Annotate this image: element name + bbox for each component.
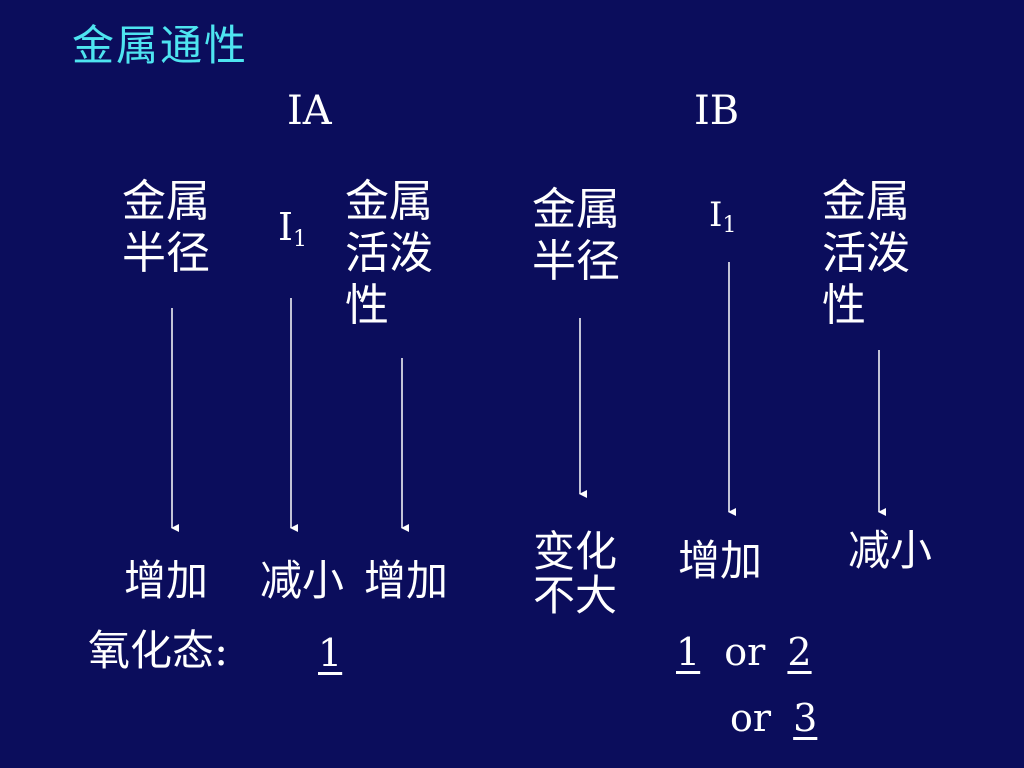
ia-activity-label: 金属 活泼 性 [345,176,433,331]
ib-activity-label: 金属 活泼 性 [822,176,910,331]
ib-oxidation-line1: 1 or 2 [676,628,812,676]
ib-radius-label: 金属 半径 [532,184,620,287]
ib-oxidation-value-2: 2 [787,630,812,674]
ia-ionization-label: I1 [278,205,308,252]
ia-oxidation-value: 1 [318,631,343,675]
ia-radius-trend: 增加 [124,556,209,605]
ia-radius-label: 金属 半径 [122,176,210,279]
ib-radius-trend: 变化 不大 [533,527,618,620]
ib-oxidation-value-3: 3 [793,696,818,740]
ib-oxidation-line2: or 3 [730,694,817,742]
group-ib-heading: IB [694,88,740,134]
ib-ionization-label: I1 [709,195,737,238]
ib-ionization-trend: 增加 [678,536,763,585]
page-title: 金属通性 [72,21,249,70]
or-text-2: or [730,696,772,740]
ia-ionization-trend: 减小 [260,556,345,605]
or-text-1: or [724,630,766,674]
ia-activity-trend: 增加 [364,556,449,605]
ib-oxidation-value-1: 1 [676,630,701,674]
group-ia-heading: IA [287,88,332,134]
ib-activity-trend: 减小 [848,526,933,575]
oxidation-label: 氧化态: [88,626,229,675]
